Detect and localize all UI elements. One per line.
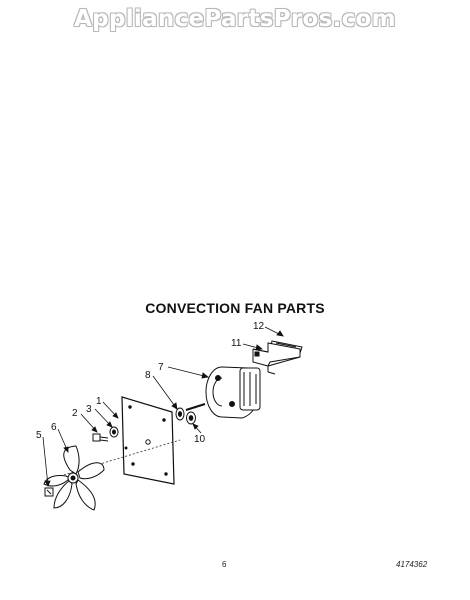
part-5-hub-nut: [44, 487, 54, 497]
part-6-fan-blade: [43, 445, 105, 511]
part-7-fan-motor: [185, 366, 261, 419]
part-3-spacer: [109, 426, 119, 438]
callout-2: 2: [72, 408, 78, 419]
document-number: 4174362: [396, 560, 428, 569]
part-11-mounting-bracket: [252, 342, 301, 375]
callout-7: 7: [158, 362, 164, 373]
site-watermark: AppliancePartsPros.com: [74, 6, 396, 32]
part-2-screw: [92, 433, 109, 442]
part-8-nut: [175, 407, 185, 421]
callout-10: 10: [194, 434, 206, 445]
motor-mounting-plate: [121, 396, 175, 485]
diagram-title: CONVECTION FAN PARTS: [145, 300, 325, 316]
callout-1: 1: [96, 396, 102, 407]
callout-5: 5: [36, 430, 42, 441]
callout-12: 12: [253, 321, 265, 332]
callout-8: 8: [145, 370, 151, 381]
page-number: 6: [222, 560, 227, 569]
callout-6: 6: [51, 422, 57, 433]
callout-3: 3: [86, 404, 92, 415]
callout-11: 11: [231, 338, 242, 349]
part-10-washer: [186, 411, 196, 425]
